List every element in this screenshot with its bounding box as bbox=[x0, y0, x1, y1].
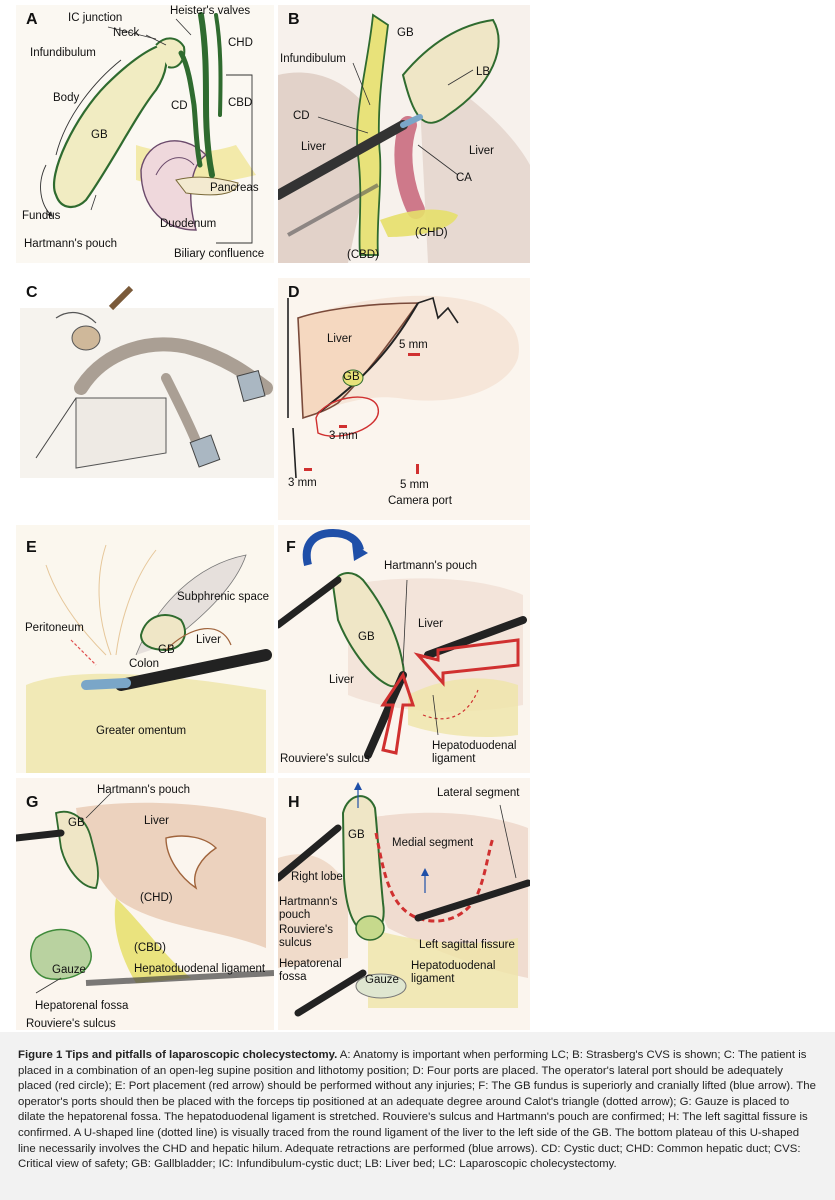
label-h-hartmanns-pouch: Hartmann's pouch bbox=[279, 896, 349, 922]
panel-e-letter: E bbox=[26, 539, 37, 557]
label-fundus: Fundus bbox=[22, 210, 60, 223]
label-g-hartmanns-pouch: Hartmann's pouch bbox=[97, 784, 190, 797]
label-d-5mm-bottom: 5 mm bbox=[400, 479, 429, 492]
label-g-gauze: Gauze bbox=[52, 964, 86, 977]
label-h-gauze: Gauze bbox=[365, 974, 399, 987]
label-h-left-sagittal: Left sagittal fissure bbox=[419, 939, 515, 952]
label-b-cbd: (CBD) bbox=[347, 249, 379, 262]
panel-f-letter: F bbox=[286, 539, 296, 557]
label-g-gb: GB bbox=[68, 817, 85, 830]
label-heisters-valves: Heister's valves bbox=[170, 5, 250, 18]
label-g-hepatorenal: Hepatorenal fossa bbox=[35, 1000, 128, 1013]
panel-e: E Subphrenic space Peritoneum Liver GB C… bbox=[16, 525, 274, 773]
label-b-lb: LB bbox=[476, 66, 490, 79]
label-d-liver: Liver bbox=[327, 333, 352, 346]
label-b-liver-left: Liver bbox=[301, 141, 326, 154]
label-e-colon: Colon bbox=[129, 658, 159, 671]
label-g-hepatoduodenal: Hepatoduodenal ligament bbox=[134, 963, 265, 976]
label-b-gb: GB bbox=[397, 27, 414, 40]
label-neck: Neck bbox=[113, 27, 139, 40]
label-b-infundibulum: Infundibulum bbox=[280, 53, 346, 66]
label-chd: CHD bbox=[228, 37, 253, 50]
label-f-liver-top: Liver bbox=[418, 618, 443, 631]
panel-b-illustration bbox=[278, 5, 530, 263]
label-e-omentum: Greater omentum bbox=[96, 725, 186, 738]
label-biliary-confluence: Biliary confluence bbox=[174, 248, 264, 261]
label-h-lateral-segment: Lateral segment bbox=[437, 787, 519, 800]
label-h-medial-segment: Medial segment bbox=[392, 837, 473, 850]
label-cbd: CBD bbox=[228, 97, 252, 110]
label-f-gb: GB bbox=[358, 631, 375, 644]
label-b-ca: CA bbox=[456, 172, 472, 185]
panel-g-letter: G bbox=[26, 794, 38, 812]
label-g-chd: (CHD) bbox=[140, 892, 173, 905]
label-d-camera-port: Camera port bbox=[388, 495, 452, 508]
panel-h-letter: H bbox=[288, 794, 300, 812]
label-g-rouviere: Rouviere's sulcus bbox=[26, 1018, 116, 1030]
panel-a-letter: A bbox=[26, 11, 38, 29]
panel-b-letter: B bbox=[288, 11, 300, 29]
label-cd: CD bbox=[171, 100, 188, 113]
label-h-hepatoduodenal: Hepatoduodenal ligament bbox=[411, 960, 511, 986]
label-duodenum: Duodenum bbox=[160, 218, 216, 231]
label-g-liver: Liver bbox=[144, 815, 169, 828]
label-e-peritoneum: Peritoneum bbox=[25, 622, 84, 635]
label-g-cbd: (CBD) bbox=[134, 942, 166, 955]
label-d-3mm-mid: 3 mm bbox=[329, 430, 358, 443]
label-b-cd: CD bbox=[293, 110, 310, 123]
label-d-5mm-top: 5 mm bbox=[399, 339, 428, 352]
panel-h: H Lateral segment GB Medial segment Righ… bbox=[278, 778, 530, 1030]
label-f-hepatoduodenal: Hepatoduodenal ligament bbox=[432, 740, 517, 766]
label-infundibulum: Infundibulum bbox=[30, 47, 96, 60]
panel-f: F Hartmann's pouch Liver GB Liver Rouvie… bbox=[278, 525, 530, 773]
panel-c: C bbox=[16, 278, 274, 478]
panel-c-letter: C bbox=[26, 284, 38, 302]
label-h-rouviere: Rouviere's sulcus bbox=[279, 924, 343, 950]
label-d-3mm-left: 3 mm bbox=[288, 477, 317, 490]
label-e-liver: Liver bbox=[196, 634, 221, 647]
label-f-liver-left: Liver bbox=[329, 674, 354, 687]
label-e-gb: GB bbox=[158, 644, 175, 657]
label-e-subphrenic: Subphrenic space bbox=[177, 591, 269, 604]
label-b-chd: (CHD) bbox=[415, 227, 448, 240]
panel-b: B GB Infundibulum LB CD Liver Liver CA (… bbox=[278, 5, 530, 263]
panel-a: A IC junction Heister's valves Neck CHD … bbox=[16, 5, 274, 263]
panel-g: G Hartmann's pouch GB Liver (CHD) (CBD) … bbox=[16, 778, 274, 1030]
label-h-hepatorenal: Hepatorenal fossa bbox=[279, 958, 349, 984]
caption-title: Figure 1 Tips and pitfalls of laparoscop… bbox=[18, 1049, 337, 1061]
label-pancreas: Pancreas bbox=[210, 182, 259, 195]
panel-d: D Liver 5 mm GB 3 mm 3 mm 5 mm Camera po… bbox=[278, 278, 530, 520]
label-f-rouviere: Rouviere's sulcus bbox=[280, 753, 370, 766]
label-h-gb: GB bbox=[348, 829, 365, 842]
label-ic-junction: IC junction bbox=[68, 12, 122, 25]
figure-caption: Figure 1 Tips and pitfalls of laparoscop… bbox=[0, 1032, 835, 1200]
panel-d-letter: D bbox=[288, 284, 300, 302]
label-b-liver-right: Liver bbox=[469, 145, 494, 158]
label-h-right-lobe: Right lobe bbox=[291, 871, 343, 884]
caption-text: A: Anatomy is important when performing … bbox=[18, 1049, 816, 1170]
label-d-gb: GB bbox=[343, 371, 360, 384]
label-gb: GB bbox=[91, 129, 108, 142]
label-body: Body bbox=[53, 92, 79, 105]
panel-c-illustration bbox=[16, 278, 274, 478]
label-hartmanns-pouch: Hartmann's pouch bbox=[24, 238, 117, 251]
label-f-hartmanns-pouch: Hartmann's pouch bbox=[384, 560, 477, 573]
